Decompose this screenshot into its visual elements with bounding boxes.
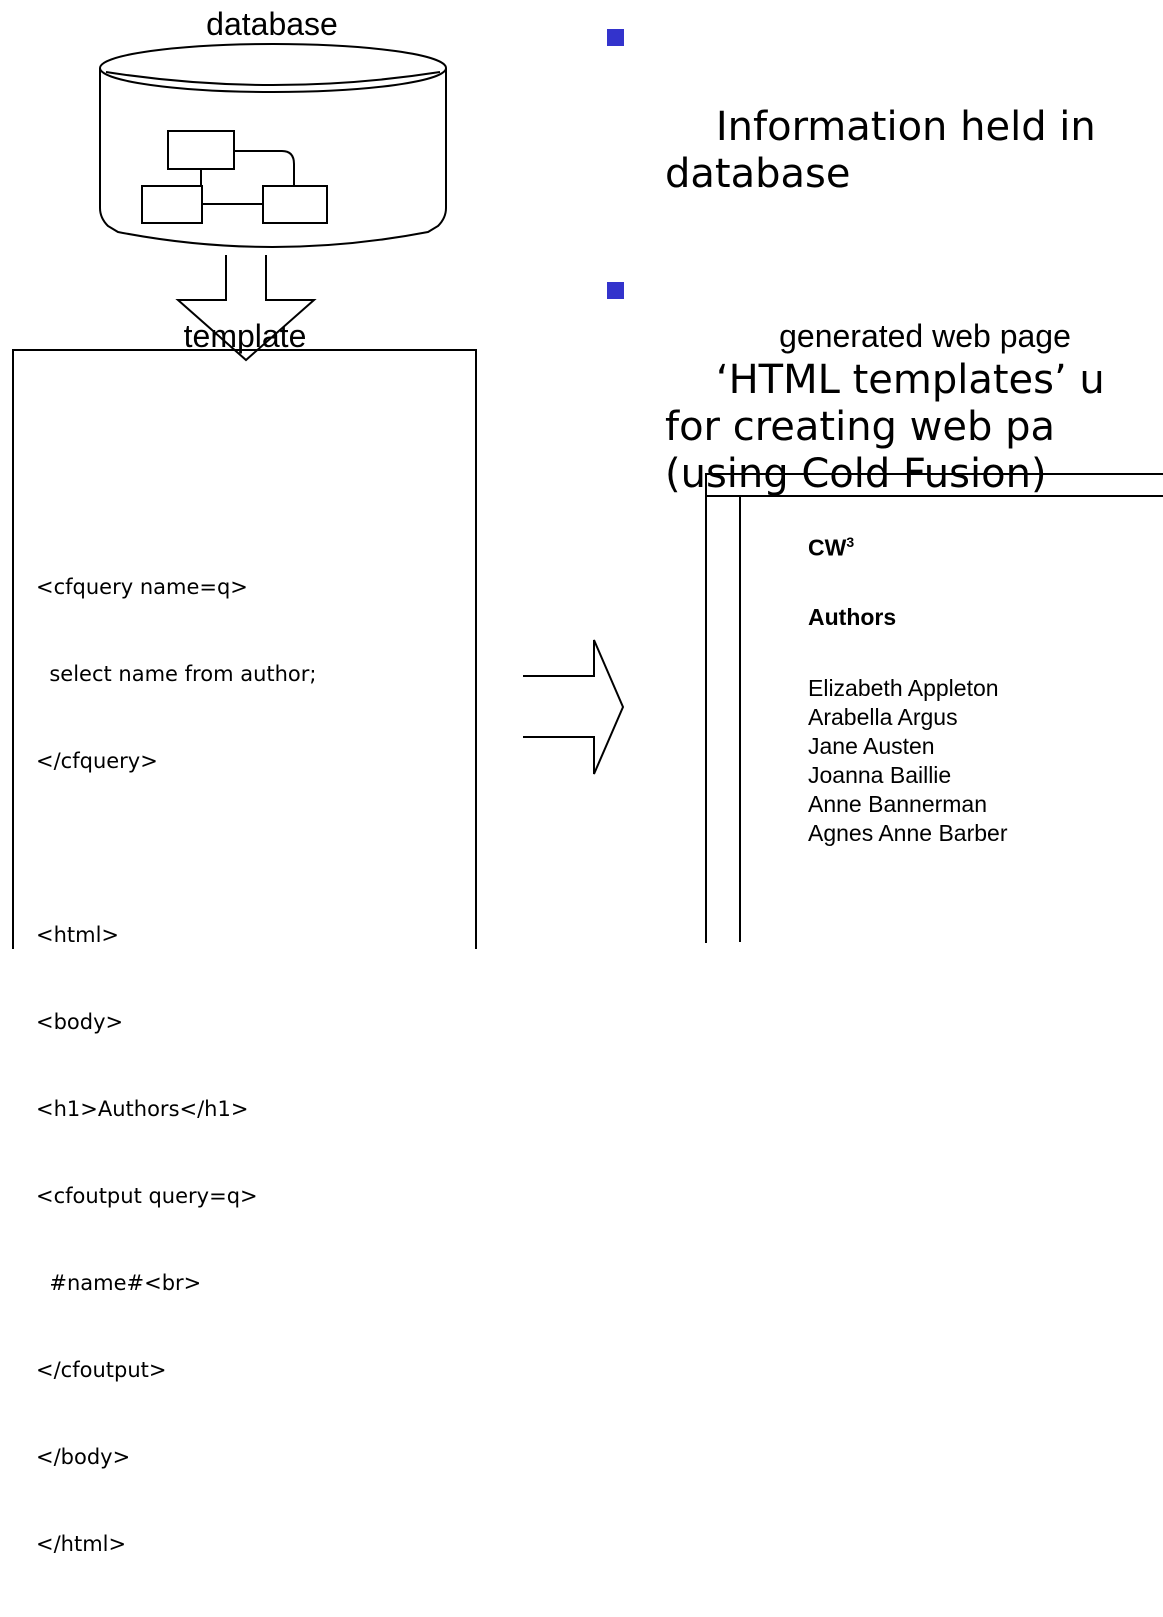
code-line: <cfquery name=q>	[36, 575, 248, 599]
template-code: <cfquery name=q> select name from author…	[36, 515, 316, 1617]
code-line: <h1>Authors</h1>	[36, 1097, 249, 1121]
code-line: </html>	[36, 1532, 127, 1556]
schema-diagram-icon	[141, 130, 328, 224]
code-line: <html>	[36, 923, 120, 947]
code-line: #name#<br>	[36, 1271, 202, 1295]
bullet-item: Information held in database	[597, 10, 1163, 245]
diagram-graphics	[99, 43, 1163, 942]
code-line	[36, 834, 316, 863]
right-arrow-icon	[523, 639, 625, 775]
code-line: </cfquery>	[36, 749, 158, 773]
code-line: <cfoutput query=q>	[36, 1184, 258, 1208]
web-page-title-main: CW	[808, 534, 847, 561]
template-box: <cfquery name=q> select name from author…	[12, 349, 477, 1556]
web-page-title: CW3	[808, 534, 854, 562]
generated-web-page-frame	[705, 473, 1163, 943]
author-item: Arabella Argus	[808, 704, 958, 730]
author-item: Anne Bannerman	[808, 791, 988, 817]
database-label: database	[206, 6, 338, 42]
author-list: Elizabeth Appleton Arabella Argus Jane A…	[808, 674, 1007, 848]
database-cylinder-icon	[99, 43, 447, 248]
code-line: <body>	[36, 1010, 124, 1034]
code-line: </cfoutput>	[36, 1358, 167, 1382]
down-arrow-icon	[175, 255, 317, 362]
square-bullet-icon	[607, 29, 624, 46]
author-item: Jane Austen	[808, 733, 935, 759]
square-bullet-icon	[607, 282, 624, 299]
generated-web-page-label: generated web page	[779, 318, 1071, 354]
author-item: Joanna Baillie	[808, 762, 952, 788]
code-line: </body>	[36, 1445, 131, 1469]
author-item: Agnes Anne Barber	[808, 820, 1008, 846]
bullet-text: Information held in database	[665, 104, 1096, 197]
web-page-heading: Authors	[808, 604, 897, 630]
author-item: Elizabeth Appleton	[808, 675, 999, 701]
code-line: select name from author;	[36, 662, 317, 686]
web-page-title-superscript: 3	[846, 534, 855, 550]
